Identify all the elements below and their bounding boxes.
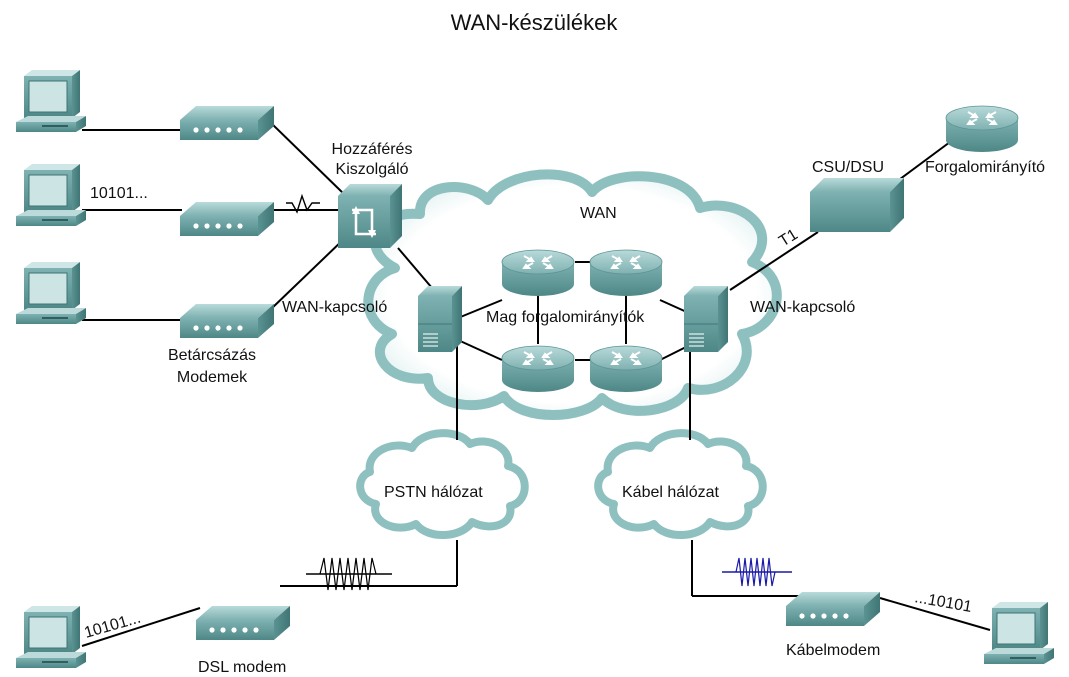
pstn-cloud-icon	[356, 429, 529, 540]
dialup-modems-label: Modemek	[177, 369, 248, 386]
dsl-modem-label: DSL modem	[198, 659, 286, 676]
csu-dsu-icon	[810, 178, 904, 232]
wan-switch-icon	[417, 285, 463, 353]
wan-switch-icon	[683, 285, 729, 353]
wan-switch-left-label: WAN-kapcsoló	[282, 299, 387, 316]
access-server-label: Kiszolgáló	[336, 161, 409, 178]
cable-network-label: Kábel hálózat	[622, 484, 720, 501]
bits-top-label: 10101...	[90, 185, 148, 202]
wan-cloud-icon	[363, 169, 782, 420]
computer-icon	[15, 163, 87, 227]
cable-signal-icon	[722, 557, 792, 587]
dsl-signal-icon	[306, 557, 392, 591]
diagram-title: WAN-készülékek	[451, 10, 619, 35]
computer-icon	[983, 601, 1055, 665]
cable-modem-icon	[786, 592, 880, 626]
modem-icon	[180, 106, 274, 140]
router-icon	[589, 345, 663, 393]
computer-icon	[15, 69, 87, 133]
pstn-label: PSTN hálózat	[384, 484, 483, 501]
csu-dsu-label: CSU/DSU	[812, 159, 884, 176]
cable-modem-label: Kábelmodem	[786, 642, 880, 659]
wan-switch-right-label: WAN-kapcsoló	[750, 299, 855, 316]
modem-icon	[180, 202, 274, 236]
cable-cloud-icon	[594, 429, 767, 540]
bits-cable-label: ...10101	[913, 589, 973, 616]
analog-signal-icon	[286, 193, 320, 214]
access-server-icon	[338, 184, 402, 248]
dsl-modem-icon	[196, 606, 290, 640]
router-label: Forgalomirányító	[925, 159, 1045, 176]
access-server-label: Hozzáférés	[332, 141, 413, 158]
computer-icon	[15, 605, 87, 669]
router-icon	[945, 105, 1019, 153]
core-routers-label: Mag forgalomirányítók	[486, 309, 645, 326]
dialup-modems-label: Betárcsázás	[168, 347, 256, 364]
modem-icon	[180, 304, 274, 338]
router-icon	[501, 345, 575, 393]
wan-cloud-label: WAN	[580, 205, 617, 222]
router-icon	[501, 249, 575, 297]
router-icon	[589, 249, 663, 297]
computer-icon	[15, 261, 87, 325]
